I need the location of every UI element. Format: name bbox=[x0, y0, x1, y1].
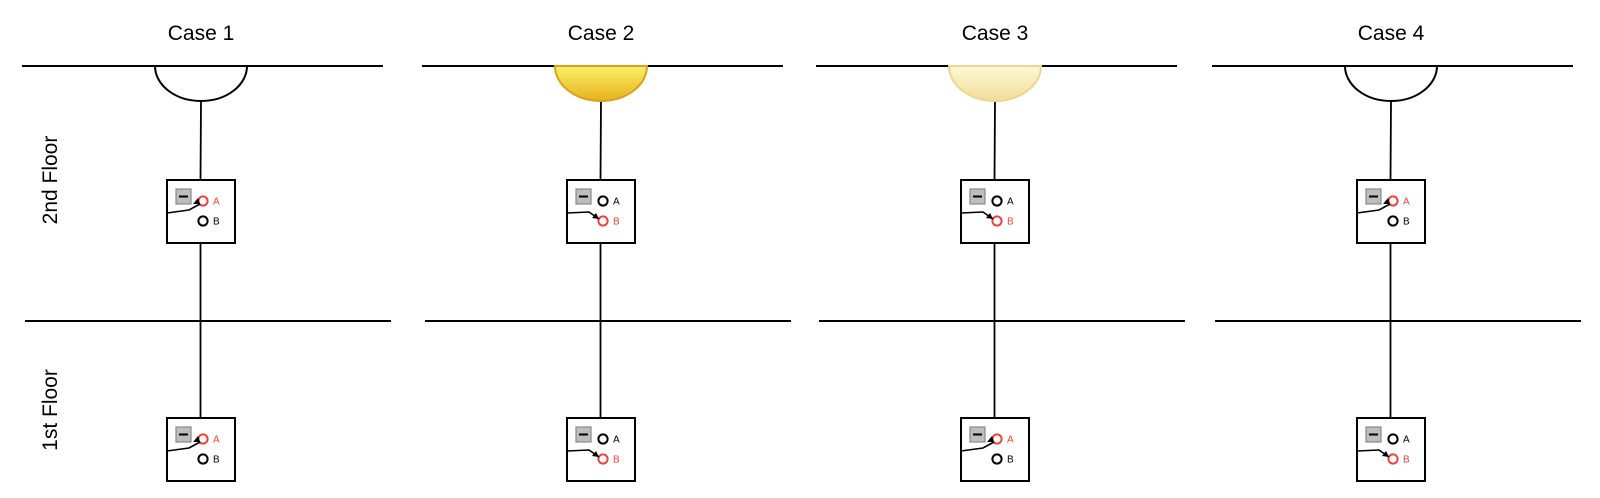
lower-terminal-b bbox=[197, 453, 209, 465]
upper-terminal-b bbox=[1387, 215, 1399, 227]
upper-switch-lever bbox=[166, 203, 201, 214]
wire-lamp-to-upper bbox=[1389, 100, 1392, 181]
floor-label-lower: 1st Floor bbox=[39, 369, 62, 451]
upper-terminal-b bbox=[597, 215, 609, 227]
upper-terminal-a-label: A bbox=[213, 197, 220, 208]
upper-terminal-a-label: A bbox=[613, 197, 620, 208]
lower-switch-arrow-icon bbox=[987, 436, 994, 442]
lower-terminal-b-label: B bbox=[1403, 455, 1410, 466]
lower-switch-arrow-icon bbox=[1382, 451, 1389, 457]
lower-terminal-a bbox=[1387, 433, 1399, 445]
case-title: Case 3 bbox=[962, 22, 1029, 45]
lower-terminal-b-label: B bbox=[613, 455, 620, 466]
upper-switch-arrow-icon bbox=[592, 213, 599, 219]
ceiling-lamp-icon bbox=[947, 65, 1043, 102]
wire-lamp-to-upper bbox=[599, 100, 602, 181]
upper-terminal-b bbox=[991, 215, 1003, 227]
lower-terminal-a bbox=[597, 433, 609, 445]
lower-switch-arrow-icon bbox=[193, 436, 200, 442]
lower-terminal-a-label: A bbox=[1403, 435, 1410, 446]
case-title: Case 1 bbox=[168, 22, 235, 45]
lower-terminal-b bbox=[991, 453, 1003, 465]
lower-switch-lever bbox=[960, 441, 995, 452]
upper-terminal-a-label: A bbox=[1007, 197, 1014, 208]
case-title: Case 4 bbox=[1358, 22, 1425, 45]
ceiling-lamp-icon bbox=[553, 65, 649, 102]
lower-switch-arrow-icon bbox=[592, 451, 599, 457]
ceiling-lamp-icon bbox=[153, 65, 249, 102]
upper-terminal-a-label: A bbox=[1403, 197, 1410, 208]
upper-terminal-b-label: B bbox=[1007, 217, 1014, 228]
upper-switch-arrow-icon bbox=[193, 198, 200, 204]
floor-label-upper: 2nd Floor bbox=[39, 136, 62, 225]
upper-switch-arrow-icon bbox=[986, 213, 993, 219]
lower-terminal-b bbox=[1387, 453, 1399, 465]
upper-switch-lever bbox=[1356, 203, 1391, 214]
lower-terminal-a-label: A bbox=[1007, 435, 1014, 446]
lower-terminal-a-label: A bbox=[213, 435, 220, 446]
wire-lamp-to-upper bbox=[993, 100, 996, 181]
case-title: Case 2 bbox=[568, 22, 635, 45]
lower-switch-box bbox=[1356, 417, 1426, 482]
lower-terminal-b-label: B bbox=[213, 455, 220, 466]
wire-lamp-to-upper bbox=[199, 100, 202, 181]
upper-terminal-a bbox=[597, 195, 609, 207]
lower-switch-lever bbox=[166, 441, 201, 452]
upper-terminal-b bbox=[197, 215, 209, 227]
upper-terminal-b-label: B bbox=[613, 217, 620, 228]
lower-terminal-b bbox=[597, 453, 609, 465]
upper-terminal-b-label: B bbox=[213, 217, 220, 228]
upper-terminal-b-label: B bbox=[1403, 217, 1410, 228]
upper-terminal-a bbox=[991, 195, 1003, 207]
upper-switch-arrow-icon bbox=[1383, 198, 1390, 204]
lower-terminal-b-label: B bbox=[1007, 455, 1014, 466]
ceiling-lamp-icon bbox=[1343, 65, 1439, 102]
lower-terminal-a-label: A bbox=[613, 435, 620, 446]
